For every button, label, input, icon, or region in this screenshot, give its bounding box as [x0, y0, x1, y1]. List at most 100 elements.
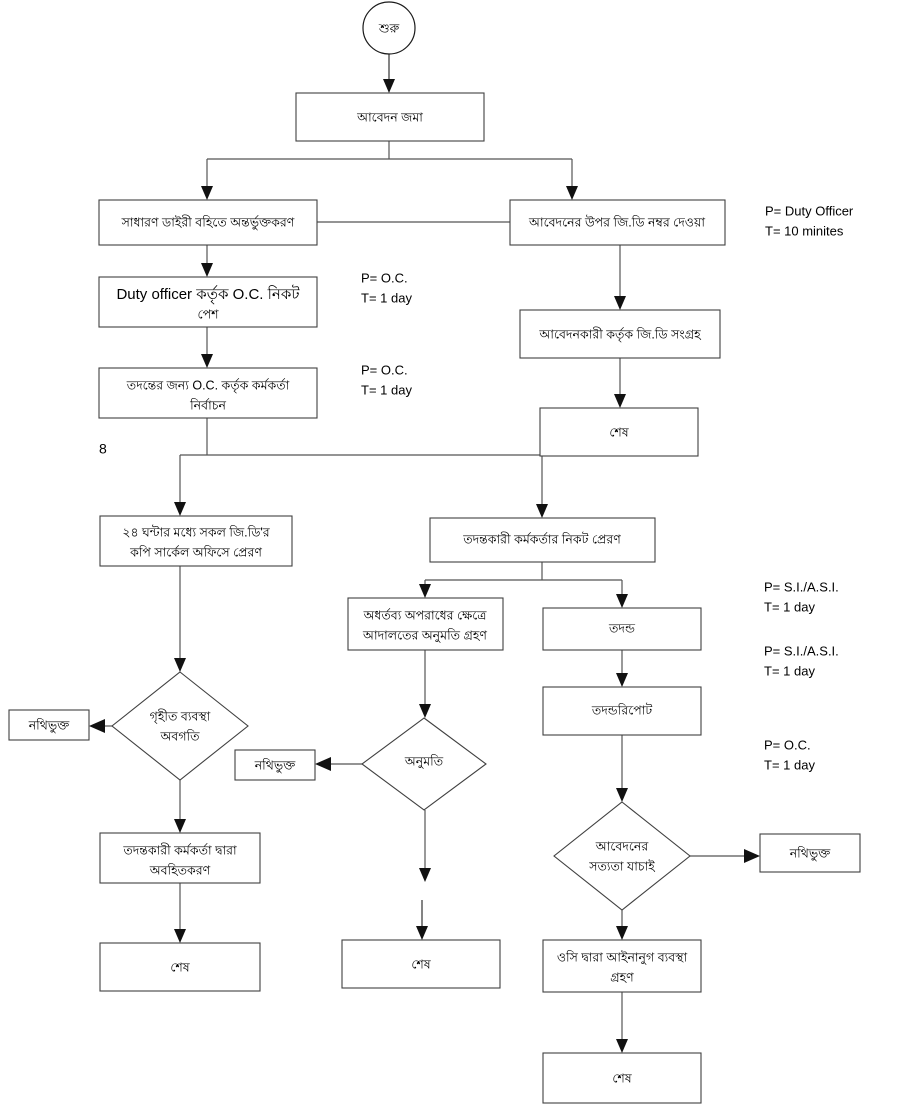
node-investigation[interactable]: তদন্ড	[542, 607, 702, 651]
permission-diamond-shape	[361, 717, 487, 811]
gd-entry-box	[98, 199, 318, 246]
oc-legal-action-label-line1: ওসি দ্বারা আইনানুগ ব্যবস্থা	[557, 949, 688, 965]
arrowhead-select-off	[201, 354, 213, 368]
copy-to-circle-office-label-line1: ২৪ ঘন্টার মধ্যে সকল জি.ডি'র	[122, 524, 270, 539]
node-court-permission[interactable]: অধর্তব্য অপরাধের ক্ষেত্রে আদালতের অনুমতি…	[347, 597, 504, 651]
duty-officer-submit-label-line2: পেশ	[198, 307, 220, 321]
court-permission-label-line1: অধর্তব্য অপরাধের ক্ষেত্রে	[363, 607, 488, 622]
io-inform-label-line2: অবহিতকরণ	[149, 862, 212, 877]
node-verify-truth-decision[interactable]: আবেদনের সত্যতা যাচাই	[553, 801, 691, 911]
annotation-oc-1-time: T= 1 day	[361, 290, 412, 305]
annotation-duty-officer-time: T= 10 minites	[765, 223, 844, 238]
arrowhead-gd-entry	[201, 186, 213, 200]
taken-steps-label-line1: গৃহীত ব্যবস্থা	[150, 708, 211, 724]
gd-entry-label: সাধারণ ডাইরী বহিতে অন্তর্ভুক্তকরণ	[121, 214, 296, 230]
annotation-si-asi-2-time: T= 1 day	[764, 663, 815, 678]
node-send-to-io[interactable]: তদন্তকারী কর্মকর্তার নিকট প্রেরণ	[429, 517, 656, 563]
court-permission-box	[347, 597, 504, 651]
arrowhead-end-mid	[416, 926, 428, 940]
annotation-oc-3-time: T= 1 day	[764, 757, 815, 772]
io-inform-box	[99, 832, 261, 884]
file-record-left-box	[8, 709, 90, 741]
end-left-label: শেষ	[170, 960, 190, 974]
node-taken-steps-decision[interactable]: গৃহীত ব্যবস্থা অবগতি	[111, 671, 249, 781]
arrowhead-duty-officer	[201, 263, 213, 277]
annotation-si-asi-1-person: P= S.I./A.S.I.	[764, 579, 839, 594]
arrowhead-permission-down	[419, 868, 431, 882]
arrowhead-taken-steps	[174, 658, 186, 672]
annotation-oc-2-time: T= 1 day	[361, 382, 412, 397]
arrowhead-file-right	[744, 849, 760, 863]
node-submit-application[interactable]: আবেদন জমা	[295, 92, 485, 142]
node-file-record-right[interactable]: নথিভুক্ত	[759, 833, 861, 873]
send-to-io-label: তদন্তকারী কর্মকর্তার নিকট প্রেরণ	[462, 531, 622, 546]
duty-officer-submit-box	[98, 276, 318, 328]
permission-label: অনুমতি	[404, 753, 444, 769]
node-permission-decision[interactable]: অনুমতি	[361, 717, 487, 811]
node-gd-collect[interactable]: আবেদনকারী কর্তৃক জি.ডি সংগ্রহ	[519, 309, 721, 359]
investigation-report-box	[542, 686, 702, 736]
verify-truth-diamond-shape	[553, 801, 691, 911]
node-file-record-left[interactable]: নথিভুক্ত	[8, 709, 90, 741]
arrowhead-end-left	[174, 929, 186, 943]
gd-number-label: আবেদনের উপর জি.ডি নম্বর দেওয়া	[528, 214, 705, 229]
arrowhead-court-perm	[419, 584, 431, 598]
node-investigation-report[interactable]: তদন্ডরিপোট	[542, 686, 702, 736]
connector-layer	[89, 54, 760, 1053]
select-officer-box	[98, 367, 318, 419]
node-end-bottom[interactable]: শেষ	[542, 1052, 702, 1104]
arrowhead-gd-number	[566, 186, 578, 200]
annotation-si-asi-1: P= S.I./A.S.I. T= 1 day	[764, 579, 839, 614]
node-end-left[interactable]: শেষ	[99, 942, 261, 992]
submit-application-box	[295, 92, 485, 142]
copy-to-circle-office-label-line2: কপি সার্কেল অফিসে প্রেরণ	[129, 544, 263, 559]
arrowhead-gd-collect	[614, 296, 626, 310]
annotation-si-asi-1-time: T= 1 day	[764, 599, 815, 614]
node-end-mid[interactable]: শেষ	[341, 939, 501, 989]
arrowhead-file-mid	[315, 757, 331, 771]
node-end-right-1[interactable]: শেষ	[539, 407, 699, 457]
node-io-inform[interactable]: তদন্তকারী কর্মকর্তা দ্বারা অবহিতকরণ	[99, 832, 261, 884]
node-gd-number[interactable]: আবেদনের উপর জি.ডি নম্বর দেওয়া	[509, 199, 726, 246]
arrowhead-end-right-1	[614, 394, 626, 408]
select-officer-label-line2: নির্বাচন	[189, 397, 226, 412]
verify-truth-label-line1: আবেদনের	[595, 839, 650, 853]
arrowhead-end-bottom	[616, 1039, 628, 1053]
copy-to-circle-office-box	[99, 515, 293, 567]
arrowhead-send-io	[536, 504, 548, 518]
end-bottom-box	[542, 1052, 702, 1104]
gd-number-box	[509, 199, 726, 246]
verify-truth-label-line2: সত্যতা যাচাই	[588, 858, 656, 873]
end-right-1-box	[539, 407, 699, 457]
gd-collect-label: আবেদনকারী কর্তৃক জি.ডি সংগ্রহ	[538, 326, 702, 342]
node-file-record-mid[interactable]: নথিভুক্ত	[234, 749, 316, 781]
io-inform-label-line1: তদন্তকারী কর্মকর্তা দ্বারা	[122, 842, 237, 857]
arrowhead-file-left	[89, 719, 105, 733]
file-record-mid-box	[234, 749, 316, 781]
annotation-si-asi-2-person: P= S.I./A.S.I.	[764, 643, 839, 658]
node-duty-officer-submit[interactable]: Duty officer কর্তৃক O.C. নিকট পেশ	[98, 276, 318, 328]
end-right-1-label: শেষ	[609, 425, 629, 439]
page-number: 8	[99, 441, 107, 457]
investigation-box	[542, 607, 702, 651]
node-select-officer[interactable]: তদন্তের জন্য O.C. কর্তৃক কর্মকর্তা নির্ব…	[98, 367, 318, 419]
node-copy-to-circle-office[interactable]: ২৪ ঘন্টার মধ্যে সকল জি.ডি'র কপি সার্কেল …	[99, 515, 293, 567]
start-circle-shape	[362, 1, 416, 55]
node-gd-entry[interactable]: সাধারণ ডাইরী বহিতে অন্তর্ভুক্তকরণ	[98, 199, 318, 246]
start-label: শুরু	[378, 21, 401, 35]
file-record-left-label: নথিভুক্ত	[28, 717, 70, 733]
node-start[interactable]: শুরু	[362, 1, 416, 55]
node-oc-legal-action[interactable]: ওসি দ্বারা আইনানুগ ব্যবস্থা গ্রহণ	[542, 939, 702, 993]
gd-collect-box	[519, 309, 721, 359]
arrowhead-copy-circle	[174, 502, 186, 516]
annotation-oc-3-person: P= O.C.	[764, 737, 811, 752]
file-record-mid-label: নথিভুক্ত	[254, 757, 296, 773]
investigation-label: তদন্ড	[608, 621, 636, 635]
taken-steps-diamond-shape	[111, 671, 249, 781]
end-left-box	[99, 942, 261, 992]
arrowhead-oc-legal	[616, 926, 628, 940]
annotation-oc-3: P= O.C. T= 1 day	[764, 737, 815, 772]
end-mid-label: শেষ	[411, 957, 431, 971]
